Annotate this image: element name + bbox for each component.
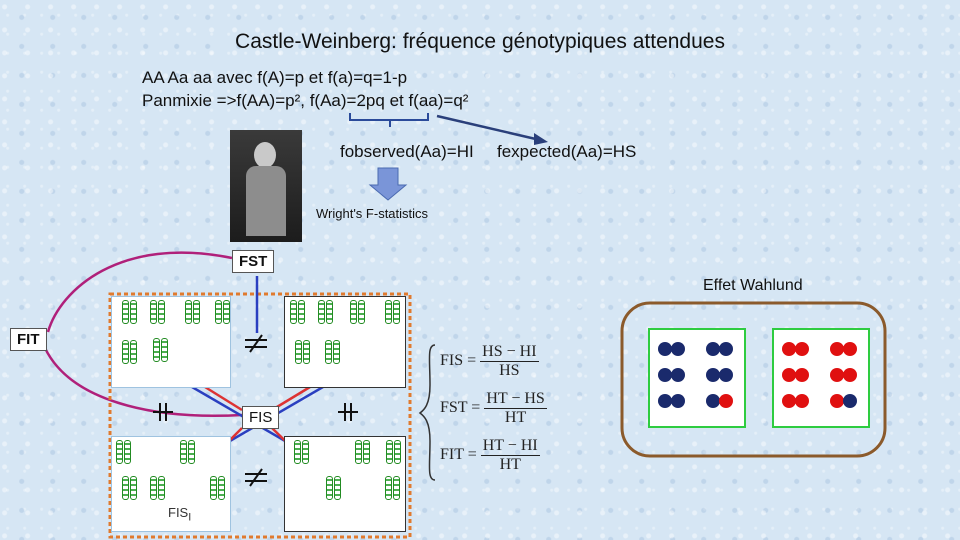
allele-dot — [830, 342, 844, 356]
chromosome — [298, 300, 305, 324]
chromosome — [150, 476, 157, 500]
chromosome — [223, 300, 230, 324]
allele-dot — [671, 394, 685, 408]
chromosome — [358, 300, 365, 324]
chromosome — [210, 476, 217, 500]
fit-tag: FIT — [10, 328, 47, 351]
allele-dot — [719, 394, 733, 408]
chromosome — [393, 300, 400, 324]
chromosome — [294, 440, 301, 464]
chromosome — [153, 338, 160, 362]
chromosome — [218, 476, 225, 500]
chromosome — [158, 476, 165, 500]
chromosome — [385, 300, 392, 324]
fis-tag: FIS — [242, 406, 280, 429]
chromosome — [130, 340, 137, 364]
fis-small-label: FISI — [168, 505, 192, 524]
allele-dot — [706, 368, 720, 382]
chromosome — [290, 300, 297, 324]
chromosome — [188, 440, 195, 464]
wahlund-title: Effet Wahlund — [703, 277, 803, 294]
chromosome — [302, 440, 309, 464]
allele-dot — [658, 368, 672, 382]
chromosome — [355, 440, 362, 464]
chromosome — [326, 476, 333, 500]
chromosome — [122, 340, 129, 364]
chromosome — [150, 300, 157, 324]
chromosome — [122, 300, 129, 324]
allele-dot — [843, 342, 857, 356]
chromosome — [180, 440, 187, 464]
chromosome — [193, 300, 200, 324]
allele-dot — [719, 368, 733, 382]
chromosome — [394, 440, 401, 464]
portrait-photo — [230, 130, 302, 242]
chromosome — [334, 476, 341, 500]
allele-dot — [843, 368, 857, 382]
chromosome — [393, 476, 400, 500]
chromosome — [116, 440, 123, 464]
allele-dot — [782, 342, 796, 356]
panmixia-line: Panmixie =>f(AA)=p², f(Aa)=2pq et f(aa)=… — [142, 91, 469, 110]
chromosome — [363, 440, 370, 464]
allele-dot — [795, 342, 809, 356]
fst-tag: FST — [232, 250, 275, 273]
chromosome — [295, 340, 302, 364]
chromosome — [130, 300, 137, 324]
allele-dot — [795, 368, 809, 382]
chromosome — [350, 300, 357, 324]
chromosome — [158, 300, 165, 324]
chromosome — [122, 476, 129, 500]
chromosome — [130, 476, 137, 500]
allele-dot — [782, 368, 796, 382]
chromosome — [325, 340, 332, 364]
chromosome — [303, 340, 310, 364]
f-expected-label: fexpected(Aa)=HS — [497, 142, 637, 161]
allele-dot — [658, 394, 672, 408]
allele-dot — [706, 394, 720, 408]
chromosome — [385, 476, 392, 500]
chromosome — [124, 440, 131, 464]
chromosome — [333, 340, 340, 364]
chromosome — [161, 338, 168, 362]
allele-frequency-line: AA Aa aa avec f(A)=p et f(a)=q=1-p — [142, 68, 408, 87]
allele-dot — [830, 368, 844, 382]
allele-dot — [843, 394, 857, 408]
allele-dot — [671, 368, 685, 382]
f-observed-label: fobserved(Aa)=HI — [340, 142, 474, 161]
allele-dot — [671, 342, 685, 356]
allele-dot — [782, 394, 796, 408]
chromosome — [326, 300, 333, 324]
population-box — [111, 296, 231, 388]
allele-dot — [658, 342, 672, 356]
chromosome — [386, 440, 393, 464]
chromosome — [185, 300, 192, 324]
wright-label: Wright's F-statistics — [316, 206, 429, 221]
chromosome — [215, 300, 222, 324]
page-title: Castle-Weinberg: fréquence génotypiques … — [235, 30, 725, 53]
allele-dot — [706, 342, 720, 356]
allele-dot — [719, 342, 733, 356]
allele-dot — [795, 394, 809, 408]
allele-dot — [830, 394, 844, 408]
chromosome — [318, 300, 325, 324]
